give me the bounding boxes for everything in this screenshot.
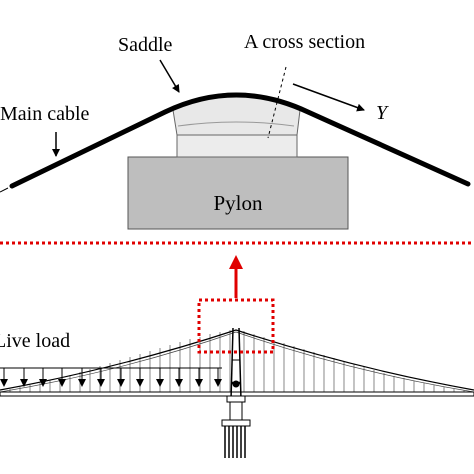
saddle-pointer-arrow <box>159 59 180 93</box>
main-cable-label: Main cable <box>0 103 90 125</box>
cable-end-dash-left <box>0 187 9 193</box>
bridge-elevation: Live load <box>0 327 474 458</box>
saddle-detail: Pylon Y Saddle A cross section Main cabl… <box>0 31 471 230</box>
bridge-deck <box>0 391 474 397</box>
saddle-groove <box>177 121 295 127</box>
y-direction-arrow <box>292 83 365 112</box>
foundation-piles <box>224 426 246 458</box>
cross-section-label: A cross section <box>244 31 365 53</box>
main-cable <box>9 92 471 189</box>
elevation-cable-secondary <box>0 331 474 393</box>
cross-section-line <box>267 66 287 139</box>
tower-top-highlight <box>197 298 275 354</box>
tower <box>221 327 251 427</box>
live-load-label: Live load <box>0 330 70 352</box>
saddle-base <box>176 134 298 158</box>
elevation-cable <box>0 329 474 391</box>
live-load-arrows <box>0 368 222 387</box>
pylon-label: Pylon <box>213 191 263 215</box>
saddle-label: Saddle <box>118 34 173 56</box>
pylon-block <box>127 156 349 230</box>
y-axis-label: Y <box>376 102 389 124</box>
